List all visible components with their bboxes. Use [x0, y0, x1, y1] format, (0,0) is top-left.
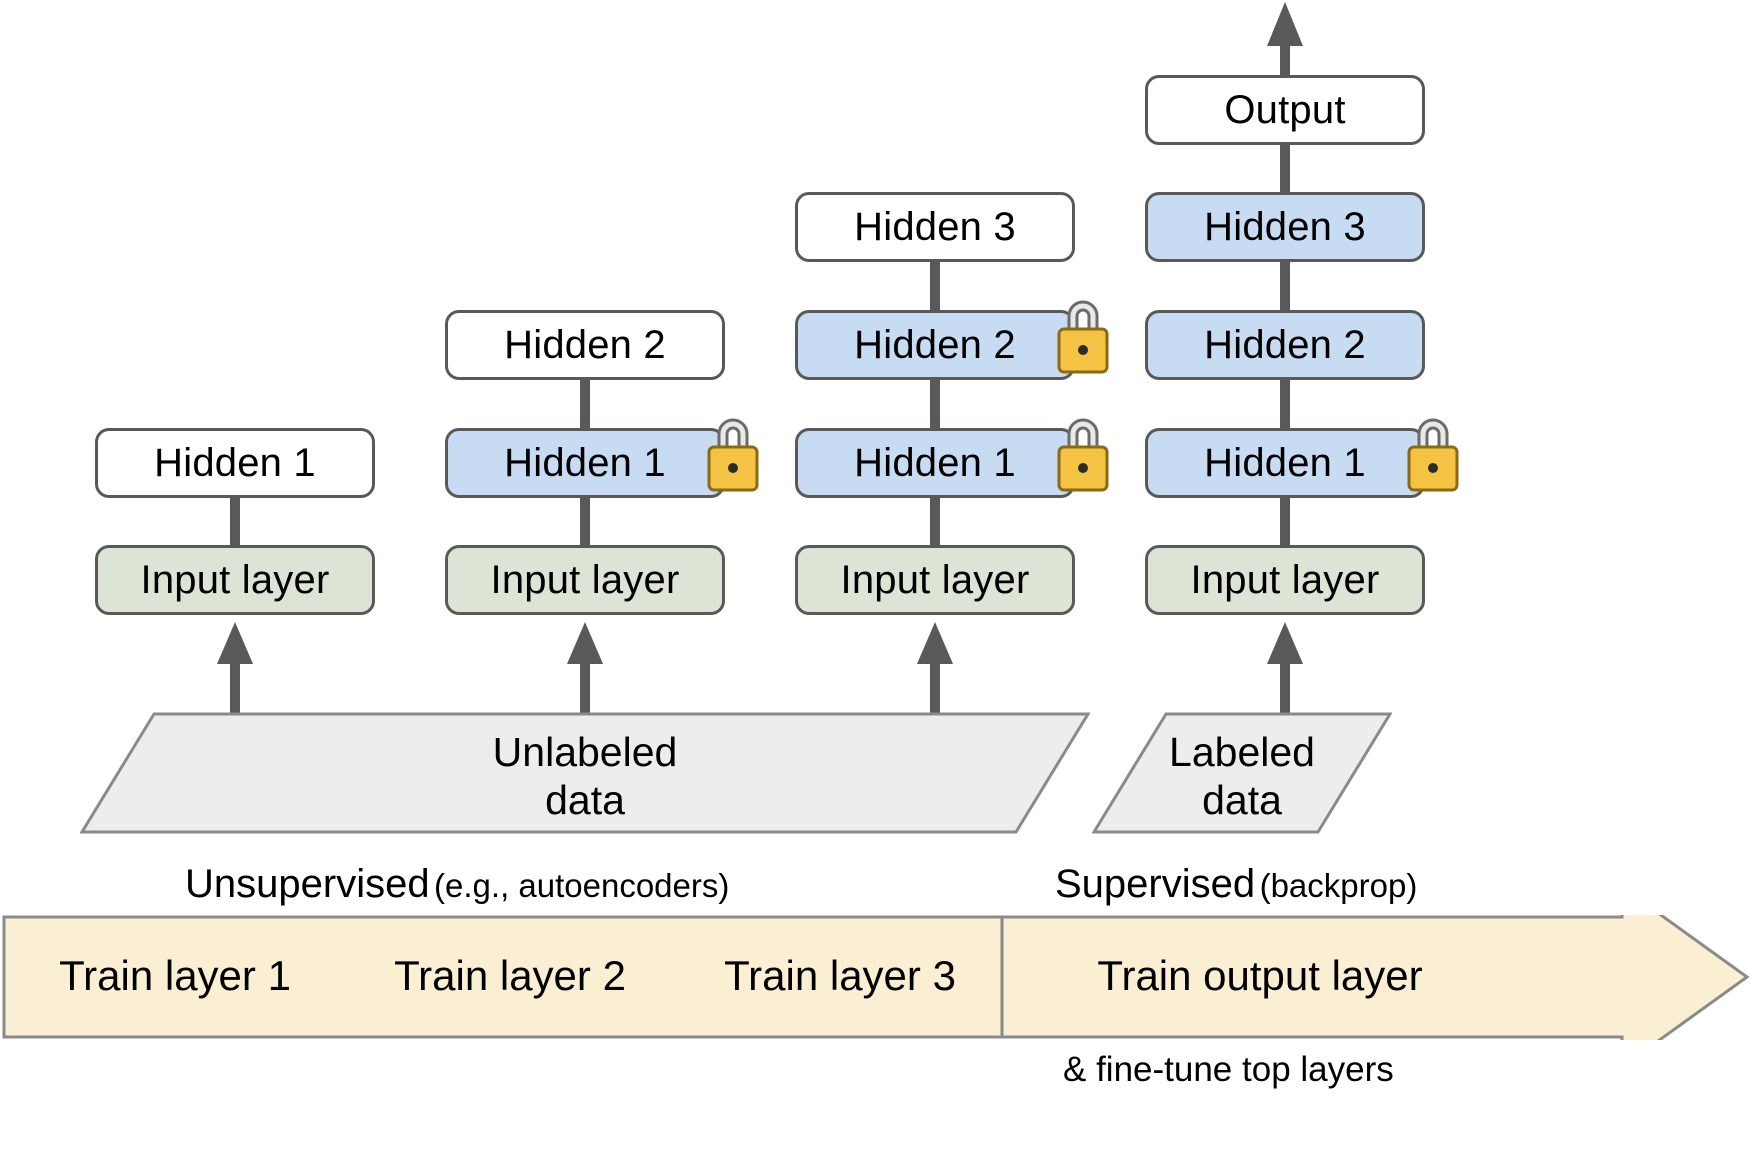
node-c4-input-layer[interactable]: Input layer: [1145, 545, 1425, 615]
lock-icon-c3-hidden-2: [1057, 300, 1109, 374]
labeled-data-block[interactable]: Labeled data: [1092, 712, 1392, 834]
node-c4-hidden-3[interactable]: Hidden 3: [1145, 192, 1425, 262]
unsupervised-detail: (e.g., autoencoders): [434, 867, 730, 904]
output-up-arrow-icon: [1267, 2, 1303, 80]
banner-segment-train-layer-1[interactable]: Train layer 1: [10, 915, 340, 1037]
c2-data-up-arrow-icon: [567, 622, 603, 664]
stem-c2-data-input: [580, 660, 590, 720]
node-label: Input layer: [1190, 558, 1380, 602]
banner-label: Train layer 2: [394, 952, 626, 999]
unlabeled-data-block[interactable]: Unlabeled data: [80, 712, 1090, 834]
stem-c4-h2-h1: [1280, 378, 1290, 438]
stem-c3-data-input: [930, 660, 940, 720]
banner-label: Train output layer: [1097, 952, 1423, 999]
unlabeled-line-2: data: [545, 777, 625, 824]
training-timeline-arrow: [2, 915, 1750, 1040]
stem-c2-h1-input: [580, 495, 590, 555]
labeled-line-2: data: [1202, 777, 1282, 824]
node-label: Input layer: [140, 558, 330, 602]
lock-icon-c2-hidden-1: [707, 418, 759, 492]
node-c1-input-layer[interactable]: Input layer: [95, 545, 375, 615]
phase-caption-supervised: Supervised (backprop): [1055, 862, 1417, 907]
banner-label: Train layer 3: [724, 952, 956, 999]
node-c3-input-layer[interactable]: Input layer: [795, 545, 1075, 615]
banner-segment-train-layer-3[interactable]: Train layer 3: [675, 915, 1005, 1037]
stem-c2-h2-h1: [580, 378, 590, 438]
node-label: Hidden 3: [854, 205, 1016, 249]
node-label: Hidden 2: [854, 323, 1016, 367]
node-label: Output: [1224, 88, 1346, 132]
unlabeled-line-1: Unlabeled: [492, 729, 678, 775]
node-c3-hidden-2[interactable]: Hidden 2: [795, 310, 1075, 380]
node-label: Hidden 3: [1204, 205, 1366, 249]
labeled-line-1: Labeled: [1169, 729, 1315, 775]
node-c4-hidden-1[interactable]: Hidden 1: [1145, 428, 1425, 498]
node-c2-input-layer[interactable]: Input layer: [445, 545, 725, 615]
stem-c1-h1-input: [230, 495, 240, 555]
node-c3-hidden-3[interactable]: Hidden 3: [795, 192, 1075, 262]
node-c3-hidden-1[interactable]: Hidden 1: [795, 428, 1075, 498]
phase-caption-unsupervised: Unsupervised (e.g., autoencoders): [185, 862, 729, 907]
supervised-detail: (backprop): [1259, 867, 1418, 904]
stem-c3-h1-input: [930, 495, 940, 555]
node-label: Input layer: [840, 558, 1030, 602]
stem-c4-output-h3: [1280, 142, 1290, 202]
stem-c3-h3-h2: [930, 260, 940, 320]
c4-data-up-arrow-icon: [1267, 622, 1303, 664]
stem-c4-h1-input: [1280, 495, 1290, 555]
stem-c4-h3-h2: [1280, 260, 1290, 320]
node-label: Hidden 1: [154, 441, 316, 485]
node-c2-hidden-1[interactable]: Hidden 1: [445, 428, 725, 498]
node-label: Hidden 1: [1204, 441, 1366, 485]
c3-data-up-arrow-icon: [917, 622, 953, 664]
node-c2-hidden-2[interactable]: Hidden 2: [445, 310, 725, 380]
node-label: Hidden 1: [504, 441, 666, 485]
node-label: Hidden 2: [1204, 323, 1366, 367]
stem-c3-h2-h1: [930, 378, 940, 438]
node-c1-hidden-1[interactable]: Hidden 1: [95, 428, 375, 498]
unsupervised-label: Unsupervised: [185, 862, 430, 906]
node-c4-output[interactable]: Output: [1145, 75, 1425, 145]
c1-data-up-arrow-icon: [217, 622, 253, 664]
lock-icon-c4-hidden-1: [1407, 418, 1459, 492]
stem-c4-data-input: [1280, 660, 1290, 720]
lock-icon-c3-hidden-1: [1057, 418, 1109, 492]
supervised-label: Supervised: [1055, 862, 1256, 906]
banner-segment-train-output-layer[interactable]: Train output layer: [1010, 915, 1510, 1037]
node-label: Hidden 1: [854, 441, 1016, 485]
node-label: Hidden 2: [504, 323, 666, 367]
banner-segment-train-layer-2[interactable]: Train layer 2: [345, 915, 675, 1037]
node-label: Input layer: [490, 558, 680, 602]
banner-footnote-fine-tune: & fine-tune top layers: [1063, 1050, 1394, 1089]
stem-c1-data-input: [230, 660, 240, 720]
node-c4-hidden-2[interactable]: Hidden 2: [1145, 310, 1425, 380]
banner-label: Train layer 1: [59, 952, 291, 999]
labeled-data-label: Labeled data: [1092, 728, 1392, 825]
unlabeled-data-label: Unlabeled data: [80, 728, 1090, 825]
